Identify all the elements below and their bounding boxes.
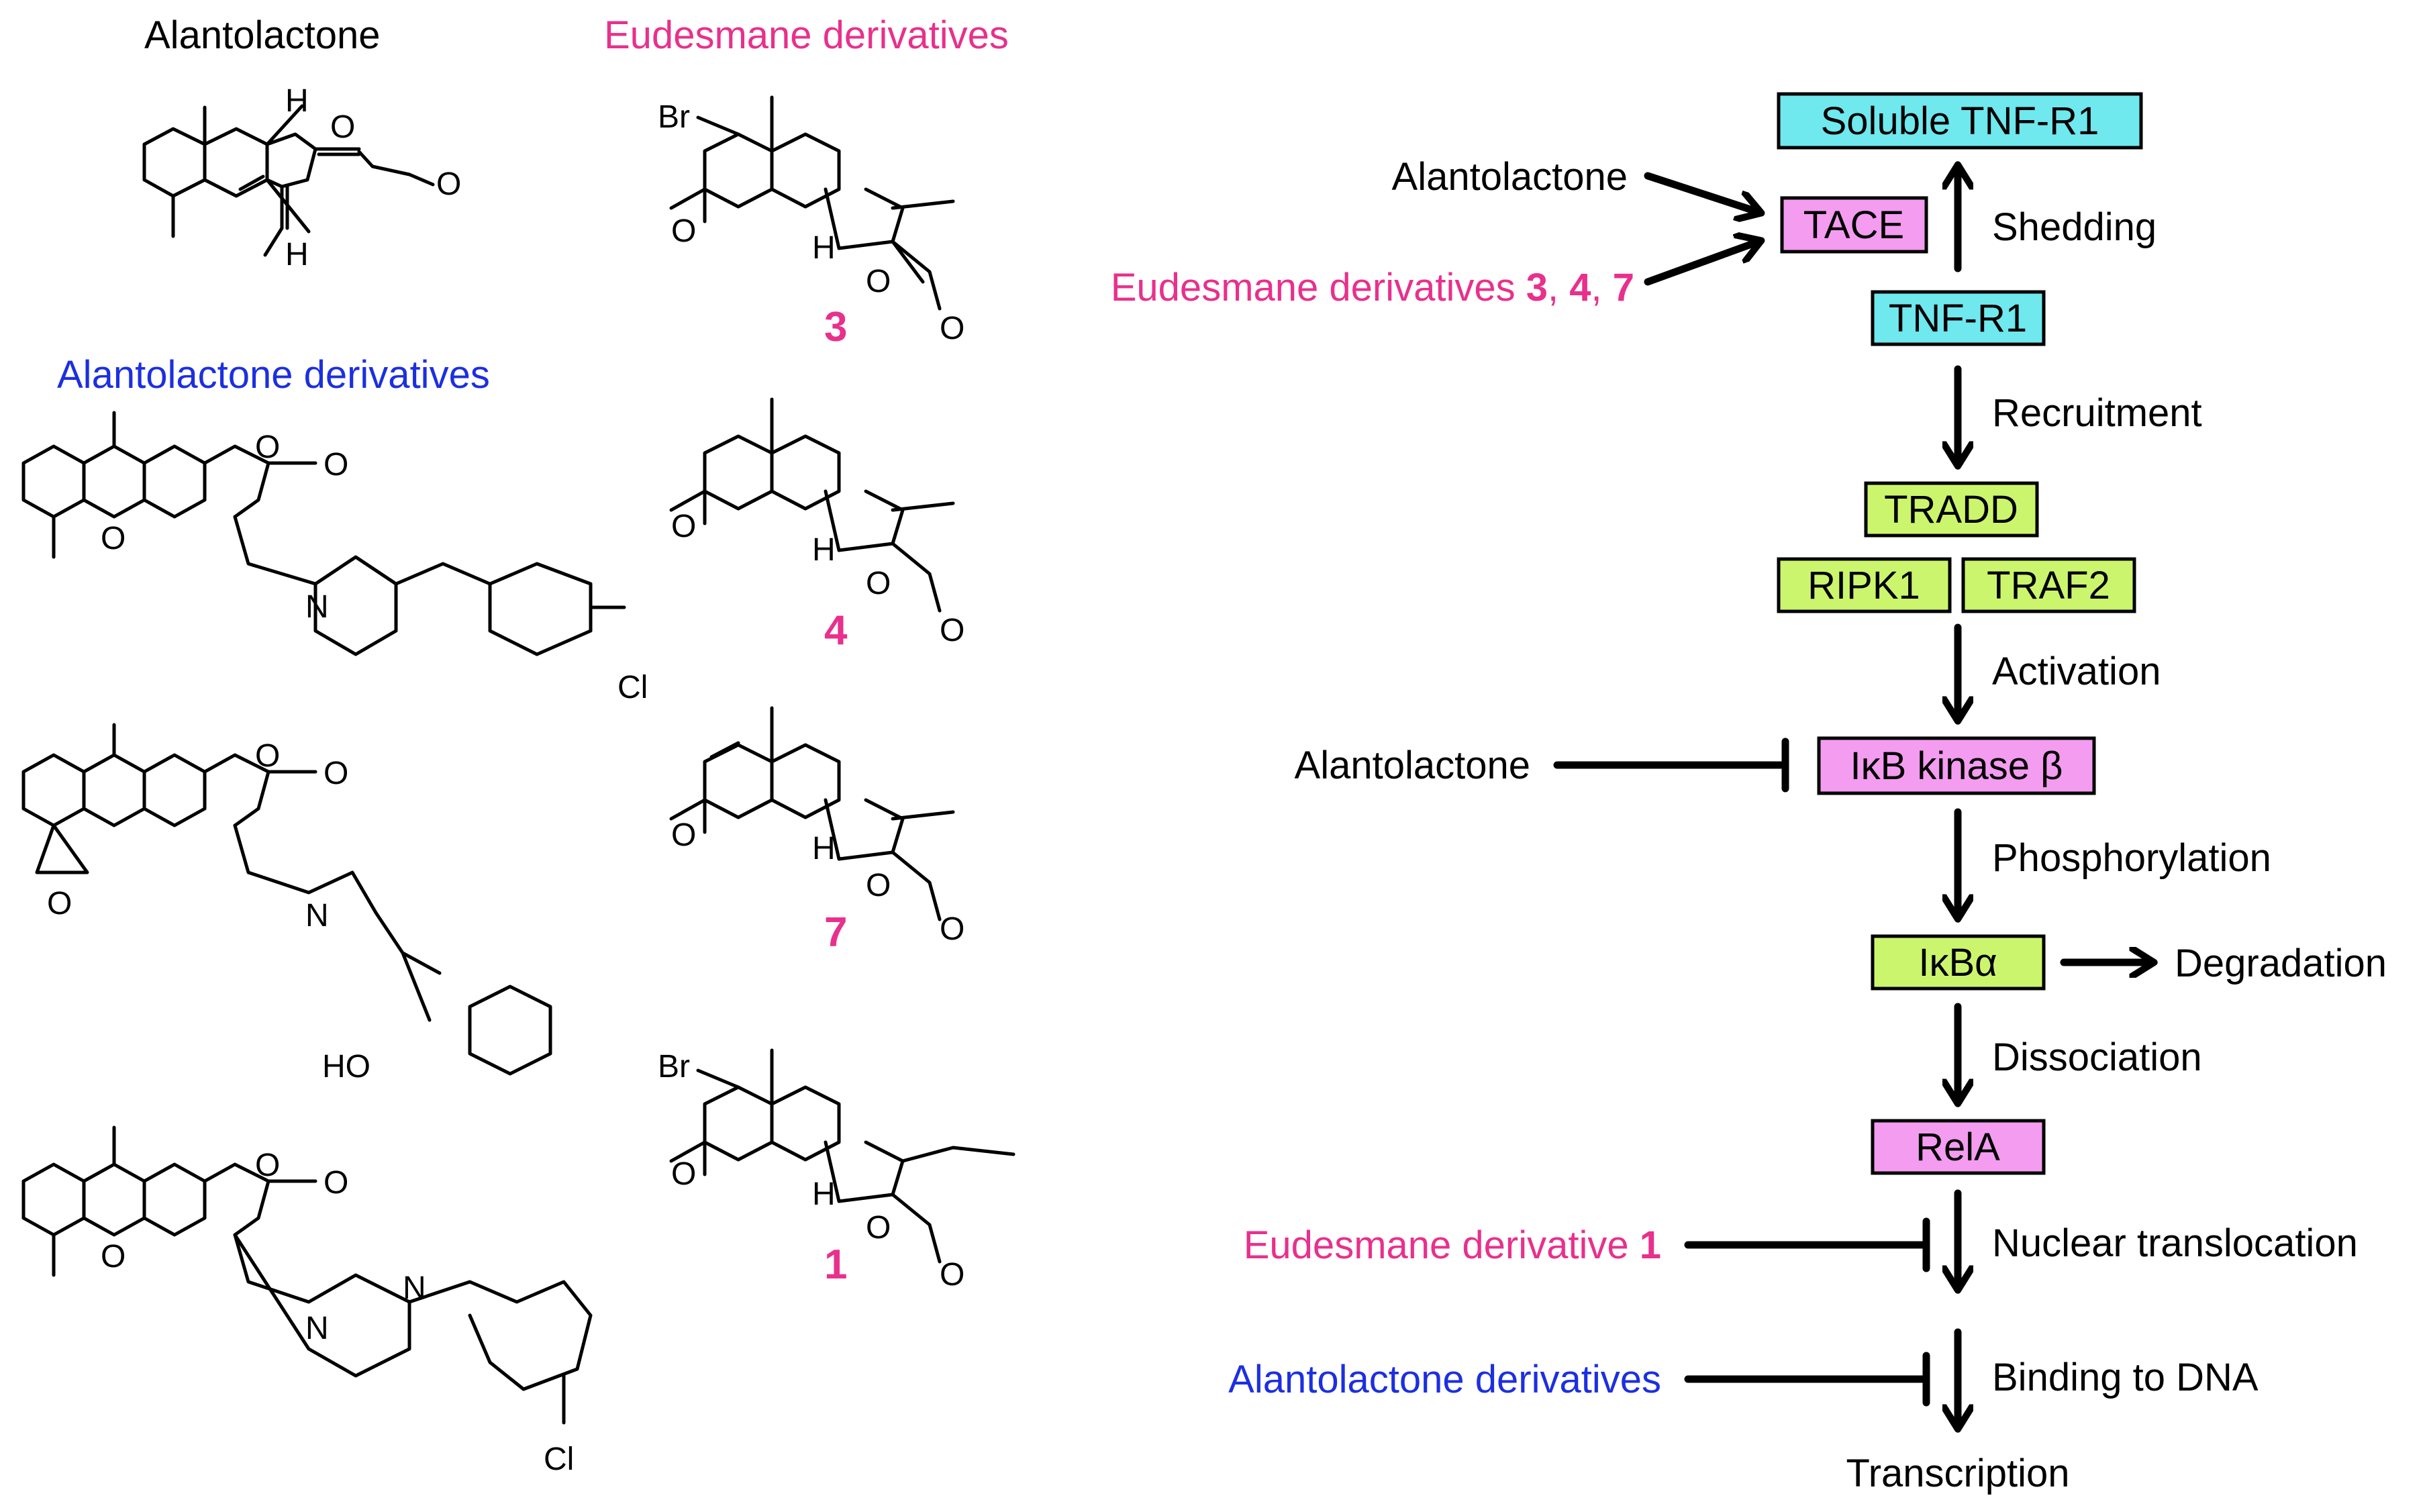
soluble-tnfr1-label: Soluble TNF-R1 [1821, 99, 2099, 143]
cl-atom: Cl [544, 1442, 574, 1477]
alantolactone-derivative-b-structure: O O O N HO [21, 723, 552, 1085]
o-atom: O [255, 430, 280, 465]
recruitment-label: Recruitment [1992, 391, 2202, 435]
o-atom: O [324, 756, 348, 791]
cl-atom: Cl [617, 670, 648, 705]
o-atom: O [866, 566, 891, 601]
compound-number-4: 4 [824, 607, 848, 654]
o-atom: O [940, 1257, 964, 1293]
o-atom: O [866, 1210, 891, 1246]
activation-label: Activation [1992, 650, 2161, 693]
alantolactone-derivative-c-structure: O O O N N Cl [21, 1125, 593, 1477]
eudesmane-tace-number-4: 4 [1569, 266, 1591, 309]
shedding-label: Shedding [1992, 205, 2157, 249]
o-atom: O [47, 886, 72, 921]
eudesmane-tace-number-7: 7 [1613, 266, 1634, 309]
eudesmane-tace-number-3: 3 [1526, 266, 1548, 309]
h-atom: H [812, 1176, 836, 1212]
o-atom: O [101, 1239, 126, 1274]
h-atom: H [812, 230, 836, 266]
o-atom: O [255, 738, 280, 774]
tnfr1-box [1871, 290, 2046, 346]
tace-box [1780, 196, 1928, 254]
n-atom: N [305, 898, 329, 934]
o-atom: O [330, 109, 355, 145]
ikk-label: IκB kinase β [1850, 744, 2063, 788]
eudesmane-1-number: 1 [1640, 1223, 1661, 1267]
traf2-box [1961, 557, 2136, 613]
n-atom: N [403, 1270, 426, 1306]
tradd-box [1864, 481, 2039, 538]
eudesmane-1-prefix: Eudesmane derivative [1244, 1223, 1640, 1267]
separator: , [1591, 266, 1613, 309]
eudesmane-derivative-3-structure: Br O H O O [658, 95, 964, 346]
alantolactone-ikk-label: Alantolactone [1295, 744, 1530, 787]
n-atom: N [305, 589, 329, 625]
alantolactone-derivative-a-structure: O O O N Cl [21, 411, 648, 705]
compound-number-7: 7 [824, 909, 847, 956]
o-atom: O [671, 509, 696, 544]
eudesmane-tace-prefix: Eudesmane derivatives [1111, 266, 1526, 309]
alantolactone-tace-arrow [1644, 172, 1758, 212]
ikk-box [1817, 736, 2096, 795]
dissociation-label: Dissociation [1992, 1036, 2202, 1079]
h-atom: H [285, 83, 309, 119]
h-atom: H [285, 237, 309, 272]
nuclear-translocation-label: Nuclear translocation [1992, 1221, 2358, 1265]
traf2-label: TRAF2 [1987, 564, 2110, 607]
br-atom: Br [658, 1049, 690, 1085]
separator: , [1548, 266, 1569, 309]
eudesmane-derivatives-title: Eudesmane derivatives [604, 13, 1009, 57]
o-atom: O [671, 213, 696, 249]
tnfr1-label: TNF-R1 [1889, 297, 2027, 340]
compound-number-1: 1 [824, 1242, 847, 1288]
h-atom: H [812, 532, 836, 568]
transcription-label: Transcription [1846, 1452, 2069, 1495]
alantolactone-title: Alantolactone [144, 13, 380, 57]
n-atom: N [305, 1311, 329, 1346]
o-atom: O [324, 447, 348, 483]
soluble-tnfr1-box [1777, 92, 2143, 150]
o-atom: O [255, 1148, 280, 1183]
o-atom: O [866, 868, 891, 903]
eudesmane-tace-label: Eudesmane derivatives 3, 4, 7 [1111, 266, 1634, 309]
o-atom: O [671, 817, 696, 853]
h-atom: H [812, 831, 836, 866]
eudesmane-1-label: Eudesmane derivative 1 [1244, 1223, 1661, 1267]
binding-to-dna-label: Binding to DNA [1992, 1356, 2259, 1399]
phosphorylation-label: Phosphorylation [1992, 836, 2271, 880]
compound-number-3: 3 [824, 304, 847, 350]
o-atom: O [940, 613, 964, 648]
tradd-label: TRADD [1884, 488, 2018, 532]
pathway-diagram: Soluble TNF-R1 TACE TNF-R1 TRADD RIPK1 T… [1111, 92, 2387, 1495]
ikba-box [1871, 934, 2046, 991]
br-atom: Br [658, 99, 690, 135]
eudesmane-derivative-1-structure: Br O H O O [658, 1048, 1015, 1293]
o-atom: O [101, 521, 126, 556]
o-atom: O [940, 911, 964, 947]
ripk1-box [1777, 557, 1952, 613]
ho-group: HO [322, 1049, 370, 1085]
o-atom: O [940, 311, 964, 346]
alantolactone-derivatives-title: Alantolactone derivatives [57, 353, 490, 397]
rela-box [1871, 1119, 2046, 1175]
eudesmane-derivative-7-structure: O H O O [669, 706, 964, 947]
eudesmane-tace-arrow [1644, 242, 1758, 286]
alantolactone-structure: H H O O [142, 83, 461, 272]
o-atom: O [866, 264, 891, 299]
ikba-label: IκBα [1918, 941, 1997, 985]
alantolactone-tace-label: Alantolactone [1392, 155, 1628, 199]
ripk1-label: RIPK1 [1807, 564, 1920, 607]
tace-label: TACE [1803, 203, 1904, 247]
alantolactone-derivatives-label: Alantolactone derivatives [1228, 1358, 1661, 1401]
o-atom: O [436, 166, 461, 202]
rela-label: RelA [1916, 1125, 2000, 1169]
degradation-label: Degradation [2175, 942, 2387, 985]
o-atom: O [671, 1156, 696, 1192]
eudesmane-derivative-4-structure: O H O O [669, 397, 964, 648]
o-atom: O [324, 1165, 348, 1201]
